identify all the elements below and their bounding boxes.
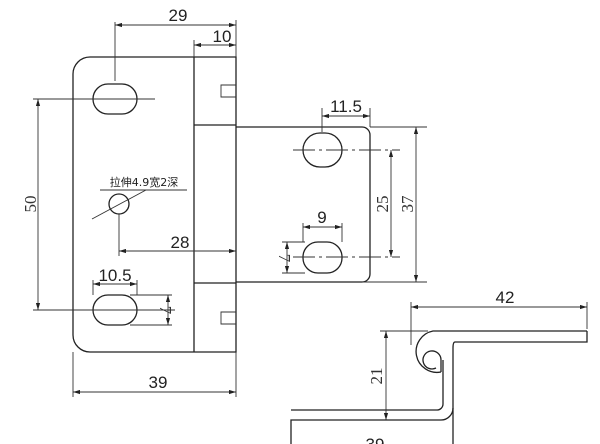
side-view-profile <box>290 330 588 444</box>
left-leaf-outline <box>72 56 237 353</box>
dim-42: 42 <box>496 288 515 307</box>
dim-21: 21 <box>367 368 386 385</box>
dim-37: 37 <box>398 195 417 213</box>
dim-25: 25 <box>373 196 392 213</box>
dim-39: 39 <box>149 373 168 392</box>
dim-7-left: 7 <box>156 306 175 315</box>
dim-7-right: 7 <box>275 254 294 263</box>
dim-28: 28 <box>171 233 190 252</box>
dim-10-5: 10.5 <box>98 266 131 285</box>
dim-39-side: 39 <box>366 435 385 444</box>
dim-9: 9 <box>317 208 326 227</box>
dim-50: 50 <box>21 196 40 213</box>
dim-11-5: 11.5 <box>330 97 362 116</box>
slot-bottom-right <box>302 241 343 274</box>
dim-10: 10 <box>213 27 232 46</box>
dim-29: 29 <box>169 6 188 25</box>
emboss-note: 拉伸4.9宽2深 <box>110 175 179 189</box>
